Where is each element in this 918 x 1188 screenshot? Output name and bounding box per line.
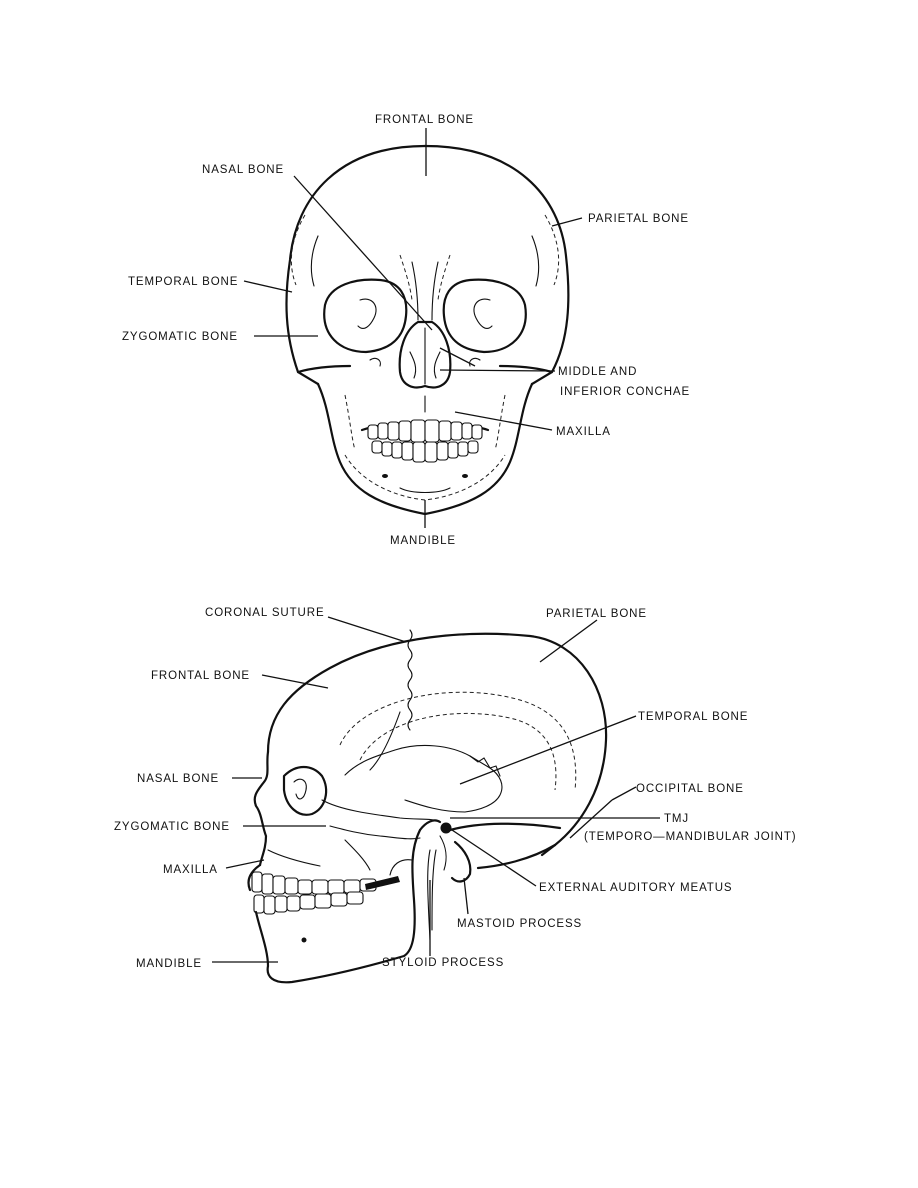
side-label-tmj-line2: (TEMPORO—MANDIBULAR JOINT) <box>584 831 797 843</box>
side-label-coronal-suture: CORONAL SUTURE <box>205 607 325 619</box>
side-labels: CORONAL SUTURE PARIETAL BONE FRONTAL BON… <box>114 607 797 970</box>
side-label-occipital-bone: OCCIPITAL BONE <box>636 783 744 795</box>
side-view-skull <box>247 629 608 984</box>
front-label-maxilla: MAXILLA <box>556 426 611 438</box>
front-label-frontal-bone: FRONTAL BONE <box>375 114 474 126</box>
front-upper-teeth <box>367 419 483 443</box>
front-label-mandible: MANDIBLE <box>390 535 456 547</box>
side-upper-teeth <box>251 871 377 895</box>
front-lower-teeth <box>371 440 479 463</box>
side-lower-teeth <box>253 891 364 915</box>
side-label-nasal-bone: NASAL BONE <box>137 773 219 785</box>
side-leader-lines <box>212 616 660 963</box>
front-label-conchae-line2: INFERIOR CONCHAE <box>560 386 690 398</box>
front-label-zygomatic-bone: ZYGOMATIC BONE <box>122 331 238 343</box>
side-label-maxilla: MAXILLA <box>163 864 218 876</box>
front-labels: FRONTAL BONE NASAL BONE PARIETAL BONE TE… <box>122 114 690 547</box>
side-label-zygomatic-bone: ZYGOMATIC BONE <box>114 821 230 833</box>
front-view-skull <box>285 144 570 516</box>
side-label-frontal-bone: FRONTAL BONE <box>151 670 250 682</box>
front-label-temporal-bone: TEMPORAL BONE <box>128 276 238 288</box>
front-label-parietal-bone: PARIETAL BONE <box>588 213 689 225</box>
side-label-external-auditory-meatus: EXTERNAL AUDITORY MEATUS <box>539 882 733 894</box>
front-leader-lines <box>243 128 583 528</box>
side-label-mandible: MANDIBLE <box>136 958 202 970</box>
side-label-parietal-bone: PARIETAL BONE <box>546 608 647 620</box>
front-label-conchae-line1: MIDDLE AND <box>558 366 637 378</box>
side-label-tmj-line1: TMJ <box>664 813 689 825</box>
side-label-styloid-process: STYLOID PROCESS <box>382 957 504 969</box>
side-label-temporal-bone: TEMPORAL BONE <box>638 711 748 723</box>
side-label-mastoid-process: MASTOID PROCESS <box>457 918 582 930</box>
front-label-nasal-bone: NASAL BONE <box>202 164 284 176</box>
